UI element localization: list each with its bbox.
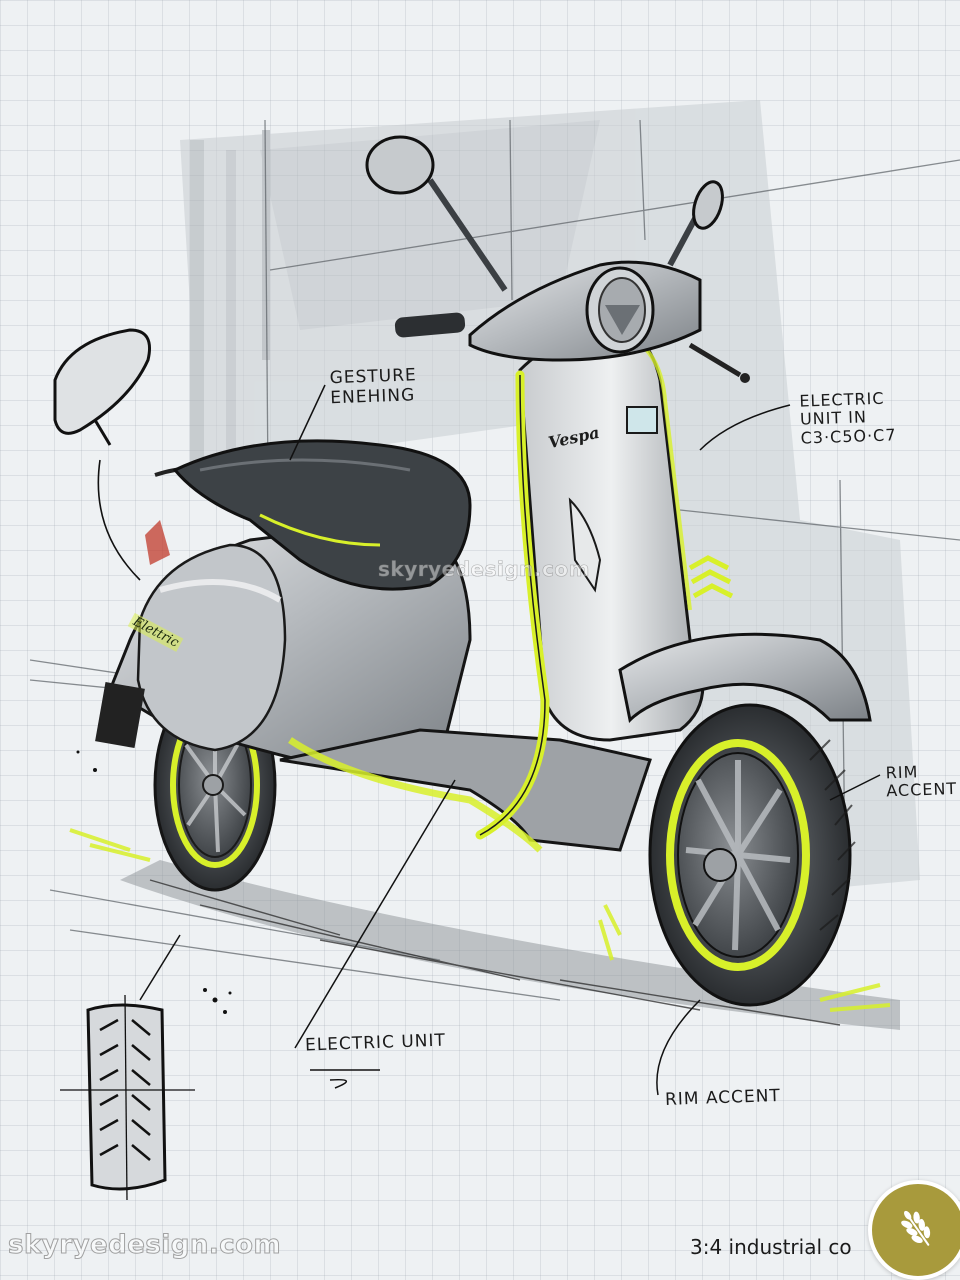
watermark-corner: skyryedesign.com — [7, 1230, 282, 1261]
watermark-center: skyryedesign.com — [378, 557, 590, 582]
background-wash — [180, 100, 920, 900]
annotation-gesture: GESTURE ENEHING — [329, 365, 460, 409]
ink-splatter — [76, 750, 232, 1014]
annotation-electric-unit-in: ELECTRIC UNIT IN C3·C5O·C7 — [799, 387, 951, 448]
mirror-detail-sketch — [53, 328, 151, 581]
gallery-badge[interactable] — [868, 1180, 960, 1280]
sketch-caption: 3:4 industrial co — [690, 1235, 852, 1259]
wheat-icon — [901, 1210, 931, 1246]
floorboard — [279, 728, 652, 853]
annotation-line: ACCENT — [885, 779, 958, 801]
front-fender — [618, 632, 872, 724]
motion-marks — [69, 828, 891, 1012]
annotation-rim-accent-right: RIM ACCENT — [885, 762, 960, 802]
headset — [365, 135, 750, 383]
seat — [172, 439, 472, 591]
tire-tread-detail — [60, 994, 195, 1201]
leader-lines — [139, 384, 881, 1096]
front-wheel — [648, 703, 856, 1007]
